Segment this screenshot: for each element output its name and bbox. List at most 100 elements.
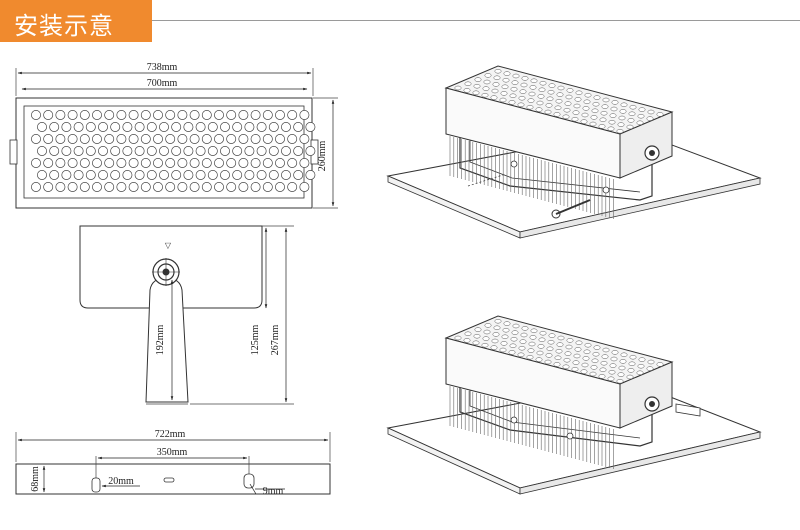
lens [159, 170, 169, 180]
lens [287, 134, 298, 144]
mounting-bracket-side [145, 277, 189, 403]
dim-label-350: 350mm [157, 447, 188, 458]
lens [31, 182, 41, 192]
dim-label-700: 700mm [147, 78, 178, 89]
led-lens-array [31, 110, 316, 192]
lens [67, 182, 78, 192]
lens [134, 146, 145, 156]
lens [299, 134, 310, 144]
lens [67, 134, 78, 144]
lens [201, 134, 212, 144]
lens [55, 182, 66, 192]
dim-label-722: 722mm [155, 429, 186, 440]
lens [49, 122, 60, 132]
dim-label-260: 260mm [317, 141, 328, 172]
lens [116, 182, 127, 192]
iso-bracket [459, 130, 653, 201]
lens [220, 122, 230, 132]
lens [250, 182, 261, 192]
iso-heatsink-fins [449, 136, 614, 219]
lens [299, 110, 310, 120]
lens [122, 146, 133, 156]
lens [146, 170, 157, 180]
dim-label-267: 267mm [270, 325, 281, 356]
lens [238, 110, 249, 120]
lens [201, 182, 212, 192]
lens [128, 110, 139, 120]
lens [214, 110, 224, 120]
lens [92, 182, 102, 192]
lens [159, 146, 169, 156]
lens [146, 122, 157, 132]
lens [256, 146, 267, 156]
lens [37, 122, 47, 132]
iso-screw-chain [467, 173, 507, 187]
lens [104, 134, 115, 144]
lens [31, 158, 41, 168]
lens [153, 110, 163, 120]
lens [287, 182, 298, 192]
dim-label-20: 20mm [108, 476, 134, 487]
lens [104, 158, 115, 168]
lens [262, 110, 273, 120]
lens [305, 146, 316, 156]
lens [37, 146, 47, 156]
lens [79, 182, 90, 192]
lens [275, 158, 285, 168]
lens [104, 182, 115, 192]
lens [122, 170, 133, 180]
lens [79, 158, 90, 168]
lens [171, 122, 182, 132]
lens [232, 146, 243, 156]
lens [55, 110, 66, 120]
lens [67, 158, 78, 168]
lens [43, 110, 54, 120]
lens [159, 122, 169, 132]
side-view: ▽ 192mm 125mm 267mm [79, 225, 294, 405]
lens [250, 158, 261, 168]
lens [177, 182, 188, 192]
lens [268, 146, 279, 156]
lens [201, 158, 212, 168]
bracket-view: 722mm 350mm 20mm 9mm 68mm [15, 429, 331, 497]
lens [134, 122, 145, 132]
lens [122, 122, 133, 132]
iso-wrench [555, 199, 591, 215]
lens [207, 122, 218, 132]
header-divider [152, 20, 800, 21]
iso-lens-array-2 [454, 318, 664, 384]
lens [110, 170, 121, 180]
lens [268, 122, 279, 132]
lens [207, 146, 218, 156]
slot-hole-right [243, 473, 255, 489]
lens [61, 170, 72, 180]
lens [305, 122, 316, 132]
lens [232, 170, 243, 180]
lens [287, 158, 298, 168]
lens [262, 182, 273, 192]
lens [207, 170, 218, 180]
lens [281, 122, 291, 132]
lens [140, 182, 151, 192]
lens [275, 134, 285, 144]
lens [134, 170, 145, 180]
lens [153, 158, 163, 168]
lens [238, 182, 249, 192]
lens [189, 182, 200, 192]
lens [165, 134, 176, 144]
section-title: 安装示意 [14, 12, 114, 40]
lens [293, 170, 304, 180]
iso-lens-array [454, 68, 664, 134]
lens [153, 134, 163, 144]
lens [232, 122, 243, 132]
lens [183, 146, 194, 156]
lens [244, 170, 255, 180]
lens [214, 158, 224, 168]
lens [61, 122, 72, 132]
lens [256, 122, 267, 132]
lens [73, 122, 84, 132]
lens [43, 134, 54, 144]
lens [256, 170, 267, 180]
lens [85, 122, 96, 132]
